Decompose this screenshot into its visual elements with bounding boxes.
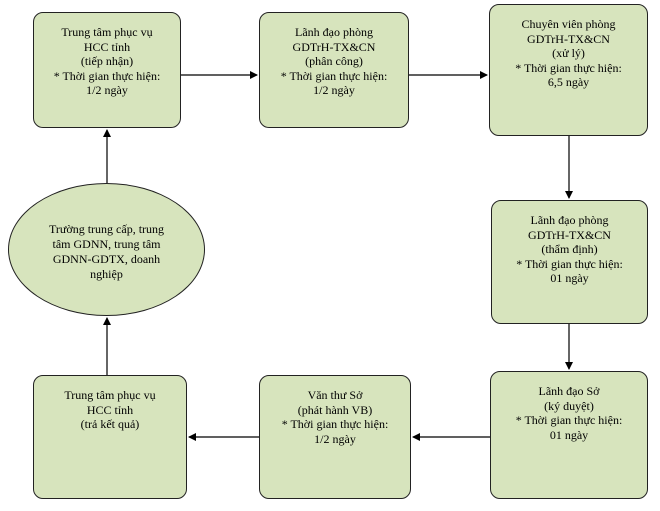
clerk-issue-line-2: (phát hành VB) [297, 402, 373, 417]
hcc-return-line-1: Trung tâm phục vụ [64, 388, 156, 402]
hcc-return-box: Trung tâm phục vụ HCC tỉnh (trả kết quả) [33, 375, 187, 499]
hcc-receive-box: Trung tâm phục vụ HCC tỉnh (tiếp nhận) *… [33, 12, 181, 128]
clerk-issue-line-1: Văn thư Sở [307, 388, 363, 402]
hcc-receive-line-3: (tiếp nhận) [80, 54, 134, 68]
clerk-issue-box: Văn thư Sở (phát hành VB) * Thời gian th… [259, 375, 411, 499]
dept-leader-assign-line-4: * Thời gian thực hiện: [280, 68, 388, 83]
director-sign-line-2: (ký duyệt) [544, 398, 594, 413]
specialist-process-line-3: (xử lý) [552, 46, 585, 60]
dept-leader-review-line-2: GDTrH-TX&CN [528, 227, 611, 242]
hcc-return-line-2: HCC tỉnh [86, 402, 134, 417]
dept-leader-assign-line-5: 1/2 ngày [313, 83, 355, 97]
hcc-return-line-3: (trả kết quả) [80, 417, 140, 431]
director-sign-line-3: * Thời gian thực hiện: [515, 413, 623, 427]
dept-leader-assign-line-3: (phân công) [305, 54, 363, 68]
hcc-receive-line-2: HCC tỉnh [83, 39, 131, 54]
specialist-process-line-4: * Thời gian thực hiện: [515, 60, 622, 75]
specialist-process-box: Chuyên viên phòng GDTrH-TX&CN (xử lý) * … [489, 4, 648, 136]
dept-leader-review-line-3: (thẩm định) [541, 242, 598, 256]
dept-leader-assign-box: Lãnh đạo phòng GDTrH-TX&CN (phân công) *… [259, 12, 409, 128]
dept-leader-review-line-1: Lãnh đạo phòng [530, 213, 609, 227]
dept-leader-review-line-4: * Thời gian thực hiện: [516, 256, 623, 271]
director-sign-line-4: 01 ngày [549, 427, 589, 442]
hcc-receive-line-4: * Thời gian thực hiện: [53, 68, 161, 83]
applicant-line-4: nghiệp [90, 266, 123, 281]
director-sign-line-1: Lãnh đạo Sở [538, 384, 600, 398]
clerk-issue-line-3: * Thời gian thực hiện: [281, 417, 389, 431]
applicant-line-1: Trường trung cấp, trung [48, 221, 165, 236]
dept-leader-review-box: Lãnh đạo phòng GDTrH-TX&CN (thẩm định) *… [491, 200, 648, 324]
applicant-line-3: GDNN-GDTX, doanh [52, 251, 161, 266]
applicant-line-2: tâm GDNN, trung tâm [52, 236, 161, 251]
hcc-receive-line-5: 1/2 ngày [86, 83, 128, 97]
hcc-receive-line-1: Trung tâm phục vụ [61, 25, 153, 39]
specialist-process-line-1: Chuyên viên phòng [521, 17, 616, 31]
director-sign-box: Lãnh đạo Sở (ký duyệt) * Thời gian thực … [490, 371, 648, 499]
dept-leader-review-line-5: 01 ngày [550, 271, 589, 285]
specialist-process-line-2: GDTrH-TX&CN [527, 31, 610, 46]
applicant-oval: Trường trung cấp, trung tâm GDNN, trung … [8, 183, 205, 316]
dept-leader-assign-line-1: Lãnh đạo phòng [295, 25, 373, 39]
clerk-issue-line-4: 1/2 ngày [314, 431, 356, 446]
dept-leader-assign-line-2: GDTrH-TX&CN [292, 39, 376, 54]
specialist-process-line-5: 6,5 ngày [547, 75, 590, 89]
